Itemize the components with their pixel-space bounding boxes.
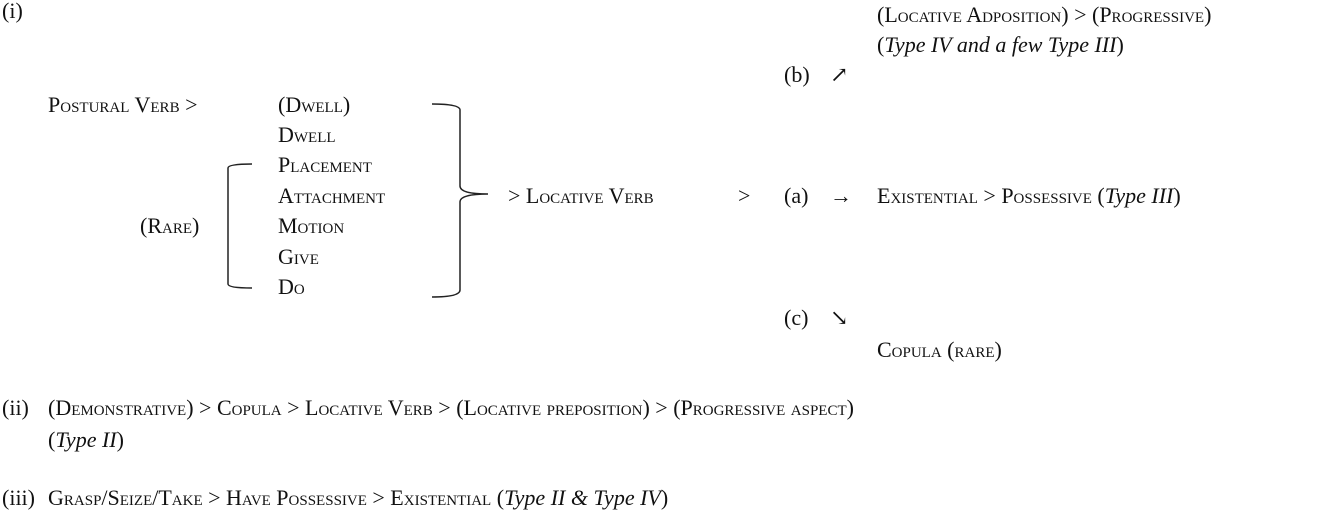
- item-dwell-optional: (Dwell): [278, 92, 351, 117]
- greater-than: >: [738, 183, 751, 208]
- item-dwell: Dwell: [278, 122, 336, 147]
- item-motion: Motion: [278, 213, 345, 238]
- part-iii-text: Grasp/Seize/Take > Have Possessive > Exi…: [48, 485, 669, 510]
- item-do: Do: [278, 274, 305, 299]
- branch-b-label: (b): [784, 62, 810, 87]
- part-ii-text: (Demonstrative) > Copula > Locative Verb…: [48, 395, 854, 420]
- item-give: Give: [278, 244, 319, 269]
- arrow-up-right-icon: ↗: [830, 62, 849, 87]
- part-iii-label: (iii): [2, 485, 35, 510]
- right-brace: [431, 103, 489, 298]
- arrow-right-icon: →: [830, 183, 852, 208]
- rare-label: (Rare): [140, 213, 200, 238]
- part-ii-type: (Type II): [48, 427, 124, 452]
- postural-verb-label: Postural Verb >: [48, 92, 198, 117]
- part-ii-label: (ii): [2, 395, 29, 420]
- item-attachment: Attachment: [278, 183, 386, 208]
- branch-a-text: Existential > Possessive (Type III): [877, 183, 1181, 208]
- branch-c-text: Copula (rare): [877, 337, 1002, 362]
- left-bracket: [227, 163, 253, 289]
- locative-verb-label: > Locative Verb: [508, 183, 654, 208]
- arrow-down-right-icon: ↘: [830, 305, 849, 330]
- part-i-label: (i): [2, 0, 23, 23]
- branch-a-label: (a): [784, 183, 809, 208]
- item-placement: Placement: [278, 152, 372, 177]
- branch-c-label: (c): [784, 305, 809, 330]
- branch-b-line2: (Type IV and a few Type III): [877, 32, 1124, 57]
- branch-b-line1: (Locative Adposition) > (Progressive): [877, 2, 1212, 27]
